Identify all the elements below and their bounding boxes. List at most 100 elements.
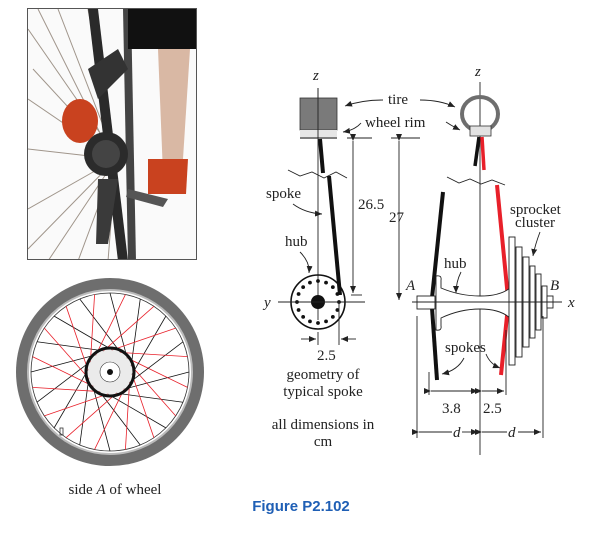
hub-hole xyxy=(296,292,301,296)
hub-hole xyxy=(316,279,320,283)
left-y-label: y xyxy=(262,295,271,311)
hub-hole xyxy=(301,285,306,290)
tire-rim-labels: tire wheel rim xyxy=(342,92,461,134)
hub-label-right: hub xyxy=(444,256,467,272)
wheel-spoke-black xyxy=(53,315,113,351)
wheel-spoke-black xyxy=(130,298,141,367)
spoke-label: spoke xyxy=(266,186,301,202)
dim-27-label: 27 xyxy=(389,210,405,226)
wheel-spoke-red xyxy=(32,387,100,392)
wheel-spoke-red xyxy=(111,327,176,351)
hub-hole xyxy=(308,280,312,285)
hub-hole xyxy=(324,319,328,324)
spoke-a-upper xyxy=(430,191,445,299)
hub-side-view-diagram: z x A B hub sprocket cluster spokes xyxy=(405,64,575,455)
point-a-label: A xyxy=(405,278,416,294)
wheel-spoke-red xyxy=(44,393,109,417)
hub-hole xyxy=(330,285,335,290)
wheel-spoke-black xyxy=(79,298,122,354)
wheel-spoke-red xyxy=(120,352,188,357)
dim-3-8-label: 3.8 xyxy=(442,401,461,417)
right-break-line xyxy=(446,176,506,186)
left-z-label: z xyxy=(312,68,319,84)
point-b-label: B xyxy=(550,278,559,294)
hub-hole xyxy=(301,314,306,319)
spoke-a-lower xyxy=(430,307,439,381)
spoke-b-lower xyxy=(499,305,510,376)
wheel-spoke-red xyxy=(65,392,117,438)
wheel-spoke-red xyxy=(130,365,176,417)
tire-label: tire xyxy=(388,92,408,108)
wheel-spoke-red xyxy=(44,327,90,379)
sprocket-cluster xyxy=(508,236,554,366)
dim-26-5-label: 26.5 xyxy=(358,197,384,213)
wheel-spoke-black xyxy=(115,392,184,403)
wheel-spoke-black xyxy=(98,390,141,446)
hub-hole xyxy=(330,314,335,319)
geometry-note-line2: typical spoke xyxy=(283,384,363,400)
hub-hole xyxy=(335,308,340,312)
spoke-geometry-diagram: z y 26.5 27 2.5 spoke xyxy=(262,68,420,450)
hub-hole xyxy=(308,319,312,324)
sprocket-plate xyxy=(508,236,516,366)
wheel-spoke-black xyxy=(30,354,97,373)
dim-2-5-right-label: 2.5 xyxy=(483,401,502,417)
figure-caption: Figure P2.102 xyxy=(252,498,350,515)
wheel-spoke-red xyxy=(95,294,126,356)
hub-hole xyxy=(296,308,301,312)
geometry-note-line1: geometry of xyxy=(287,367,360,383)
x-axis-label: x xyxy=(567,295,575,311)
dim-2-5-hub-label: 2.5 xyxy=(317,348,336,364)
wheel-spoke-black xyxy=(36,360,92,403)
wheel-caption: side A of wheel xyxy=(30,482,200,499)
hub-label-left: hub xyxy=(285,234,308,250)
wheel-spoke-black xyxy=(36,341,105,352)
valve-stem xyxy=(59,427,64,436)
wheel-spoke-red xyxy=(103,306,155,352)
bicycle-photo-illustration xyxy=(28,9,196,259)
tire-cross-section xyxy=(299,97,338,131)
wheel-spoke-black xyxy=(131,315,167,375)
units-note-line1: all dimensions in xyxy=(272,417,375,433)
wheel-spoke-black xyxy=(53,369,89,429)
rim-cross-section xyxy=(300,130,337,137)
hub-spoke-holes xyxy=(295,279,341,325)
wheel-spoke-red xyxy=(32,356,94,387)
spoke-lower xyxy=(327,175,342,296)
rim-block xyxy=(469,125,492,137)
dim-d-right-label: d xyxy=(508,425,516,441)
wheel-spoke-red xyxy=(65,306,89,371)
wheel-spoke-red xyxy=(131,373,155,438)
bicycle-photo xyxy=(27,8,197,260)
wheel-caption-side: A xyxy=(96,482,106,498)
wheel-rim-label: wheel rim xyxy=(365,115,426,131)
spoke-upper xyxy=(318,138,325,174)
right-z-label: z xyxy=(474,64,481,80)
wheel-spoke-red xyxy=(126,357,188,388)
wheel-spokes xyxy=(30,292,190,452)
wheel-spoke-black xyxy=(107,393,167,429)
wheel-spoke-black xyxy=(79,377,90,446)
wheel-caption-prefix: side xyxy=(68,482,97,498)
dim-d-left-label: d xyxy=(453,425,461,441)
wheel-side-a xyxy=(16,278,204,466)
wheel-axle xyxy=(107,369,113,375)
hub-hole xyxy=(316,321,320,325)
sprocket-label-line1: sprocket xyxy=(510,202,562,218)
break-line xyxy=(287,169,348,179)
wheel-spoke-black xyxy=(109,292,128,359)
wheel-spoke-black xyxy=(128,341,184,384)
hub-hole xyxy=(335,292,340,296)
wheel-spoke-red xyxy=(90,294,95,362)
hub-hole xyxy=(324,280,328,285)
wheel-spoke-red xyxy=(94,388,125,450)
spokes-label: spokes xyxy=(445,340,486,356)
wheel-spoke-black xyxy=(123,371,190,390)
spoke-top-black xyxy=(473,136,481,167)
spoke-b-upper xyxy=(495,184,510,299)
units-note-line2: cm xyxy=(314,434,333,450)
wheel-caption-suffix: of wheel xyxy=(105,482,162,498)
wheel-spoke-red xyxy=(125,382,130,450)
wheel-spoke-black xyxy=(92,385,111,452)
